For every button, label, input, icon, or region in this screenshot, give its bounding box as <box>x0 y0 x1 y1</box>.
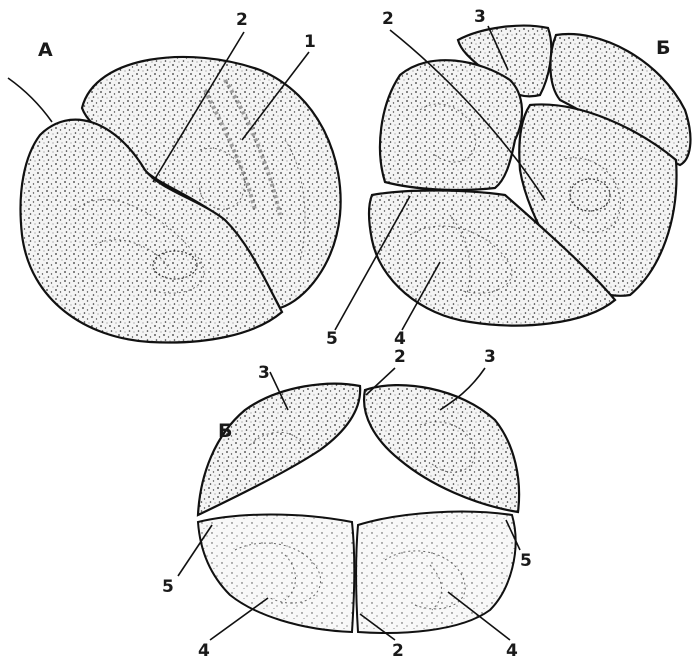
label-bb-4-right: 4 <box>506 641 518 659</box>
label-bt-5: 5 <box>326 329 338 349</box>
label-bb-5-right: 5 <box>520 551 532 571</box>
label-bt-2: 2 <box>382 9 394 29</box>
label-bb-3-right: 3 <box>484 347 496 367</box>
label-bb-2-top: 2 <box>394 347 406 367</box>
panel-a-letter: A <box>38 39 53 61</box>
panel-b-bottom-letter: Б <box>218 420 232 442</box>
label-bt-4: 4 <box>394 329 406 349</box>
blastomere-bt-2 <box>380 60 522 190</box>
blastomere-bb-4-left <box>198 515 354 633</box>
label-bb-2-bottom: 2 <box>392 641 404 659</box>
label-bb-3-left: 3 <box>258 363 270 383</box>
leader-bb-4-left <box>210 598 268 640</box>
panel-b-top-letter: Б <box>656 37 670 59</box>
label-a-1: 1 <box>304 32 316 52</box>
leader-a-unlabeled <box>8 78 52 122</box>
label-bb-5-left: 5 <box>162 577 174 597</box>
blastomere-bb-3-right <box>364 385 519 512</box>
label-a-2: 2 <box>236 10 248 30</box>
blastomere-bb-3-left <box>198 384 360 515</box>
label-bb-4-left: 4 <box>198 641 210 659</box>
panel-a: A 2 1 <box>8 10 341 343</box>
panel-b-bottom: Б 3 2 3 5 5 4 2 4 <box>162 347 532 659</box>
label-bt-3: 3 <box>474 7 486 27</box>
blastomere-bb-4-right <box>356 512 515 633</box>
panel-b-top: Б 2 3 5 4 <box>326 7 690 349</box>
